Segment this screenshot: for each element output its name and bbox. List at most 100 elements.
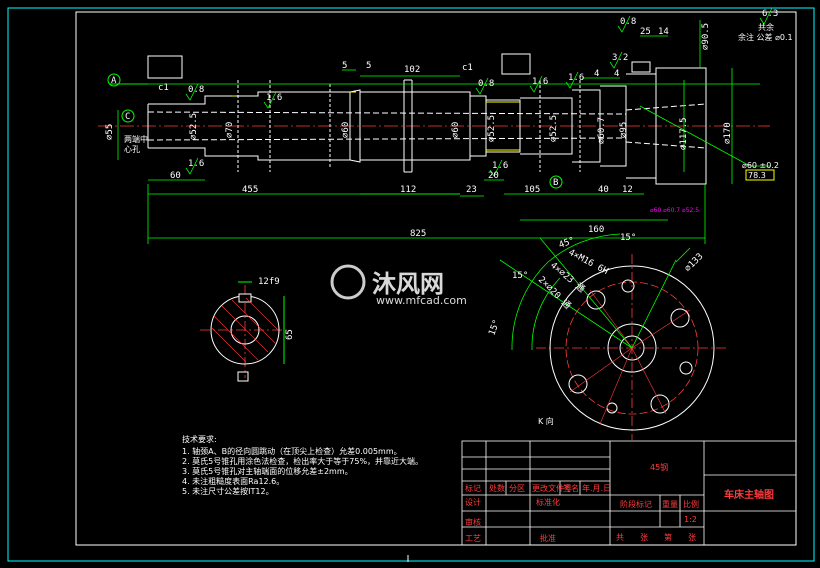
dim-bottom-2: 112 bbox=[400, 185, 416, 195]
highlight-lines bbox=[232, 91, 520, 151]
shaft-outline bbox=[147, 53, 707, 185]
flange-hole-4 bbox=[650, 394, 670, 414]
side-note-0: ⌀60 ±0.2 bbox=[742, 161, 779, 170]
watermark-brand: 沐风网 bbox=[372, 270, 444, 298]
diameter-0: ⌀55 bbox=[105, 124, 115, 140]
scale-label: 比例 bbox=[683, 499, 699, 509]
row-4: 批准 bbox=[540, 533, 556, 543]
section-view: 12f9 65 bbox=[200, 277, 295, 382]
watermark: 沐风网 www.mfcad.com bbox=[330, 264, 467, 307]
sheet-3: 张 bbox=[688, 533, 696, 542]
diameter-3: ⌀60 bbox=[341, 122, 351, 138]
dim-bottom-0: 60 bbox=[170, 171, 181, 181]
dim-top-5: 4 bbox=[594, 69, 599, 79]
k-view-label: K 向 bbox=[538, 416, 554, 426]
dim-top-7: 14 bbox=[658, 27, 669, 37]
weight-label: 重量 bbox=[662, 499, 678, 509]
center-hole-note-1: 心孔 bbox=[124, 145, 140, 154]
side-note-box bbox=[745, 169, 775, 181]
roughness-9: 6.3 bbox=[762, 9, 778, 19]
roughness-6: 3.2 bbox=[612, 53, 628, 63]
dim-top-8: 25 bbox=[640, 27, 651, 37]
roughness-2: 1.6 bbox=[266, 93, 282, 103]
main-view-texts: 5 102 c1 5 c1 4 4 14 25 60 455 112 23 20… bbox=[105, 9, 793, 239]
dim-bottom-5: 105 bbox=[524, 185, 540, 195]
header-3: 更改文件号 bbox=[532, 483, 572, 493]
flange-hub bbox=[607, 323, 657, 373]
dim-bottom-3: 23 bbox=[466, 185, 477, 195]
keyway-width: 12f9 bbox=[258, 277, 280, 287]
tech-item-4: 5. 未注尺寸公差按IT12。 bbox=[182, 486, 274, 496]
scale-value: 1:2 bbox=[684, 515, 697, 524]
flange-bore bbox=[619, 335, 645, 361]
flange-small-hole-2 bbox=[679, 361, 693, 375]
datum-b: B bbox=[553, 178, 558, 188]
angle-1: 15° bbox=[512, 271, 528, 281]
top-right-note-1: 余注 公差 ⌀0.1 bbox=[738, 32, 793, 42]
roughness-8: 1.6 bbox=[492, 161, 508, 171]
datum-a-circle bbox=[107, 73, 121, 87]
dim-top-1: 102 bbox=[404, 65, 420, 75]
center-hole-note-0: 两端中 bbox=[124, 134, 148, 144]
datum-c: C bbox=[125, 112, 130, 122]
dim-bottom-7: 12 bbox=[622, 185, 633, 195]
dim-bottom-6: 40 bbox=[598, 185, 609, 195]
roughness-7: 0.8 bbox=[620, 17, 636, 27]
diameter-10: ⌀170 bbox=[723, 122, 733, 144]
flange-small-hole-1 bbox=[621, 279, 635, 293]
sheet-1: 张 bbox=[640, 533, 648, 542]
side-note-1: 78.3 bbox=[748, 171, 766, 180]
roughness-0: 0.8 bbox=[188, 85, 204, 95]
tech-item-0: 1. 轴颈A、B的径向圆跳动（在顶尖上检查）允差0.005mm。 bbox=[182, 446, 402, 456]
dim-top-2: c1 bbox=[158, 83, 169, 93]
hole-note-0: 4×M16 6H bbox=[567, 248, 610, 277]
dim-top-6: 4 bbox=[614, 69, 619, 79]
diameter-5: ⌀52.5 bbox=[487, 115, 497, 142]
diameter-9: ⌀117.5 bbox=[679, 117, 689, 150]
pcd-label: ⌀133 bbox=[683, 252, 705, 274]
dim-bottom-8: 160 bbox=[588, 225, 604, 235]
tech-item-1: 2. 莫氏5号锥孔用涂色法检查，检出率大于等于75%，并靠近大端。 bbox=[182, 456, 423, 466]
dim-bottom-4: 20 bbox=[488, 171, 499, 181]
drawing-name: 车床主轴图 bbox=[724, 488, 774, 501]
section-bore bbox=[230, 315, 260, 345]
diameter-1: ⌀52.5 bbox=[189, 113, 199, 140]
sheet-2: 第 bbox=[664, 532, 672, 542]
section-depth: 65 bbox=[285, 329, 295, 340]
diameter-11: ⌀90.5 bbox=[701, 23, 711, 50]
header-5: 年.月.日 bbox=[582, 483, 611, 493]
material: 45钢 bbox=[650, 462, 668, 472]
watermark-logo-icon bbox=[330, 264, 366, 300]
header-0: 标记 bbox=[465, 483, 481, 493]
dim-bottom-1: 455 bbox=[242, 185, 258, 195]
header-1: 处数 bbox=[489, 483, 505, 493]
flange-centerlines bbox=[569, 289, 691, 425]
row-3: 工艺 bbox=[465, 534, 481, 543]
flange-outer bbox=[549, 265, 715, 431]
flange-hole-2 bbox=[670, 308, 690, 328]
flange-hole-1 bbox=[586, 290, 606, 310]
row-2: 审核 bbox=[465, 517, 481, 527]
tech-requirements: 技术要求: 1. 轴颈A、B的径向圆跳动（在顶尖上检查）允差0.005mm。 2… bbox=[182, 434, 423, 496]
diameter-4: ⌀60 bbox=[451, 122, 461, 138]
roughness-4: 1.6 bbox=[532, 77, 548, 87]
angle-arcs bbox=[499, 233, 691, 351]
section-label-box bbox=[237, 371, 249, 382]
top-right-note-0: 共余 bbox=[758, 22, 774, 32]
dimension-lines bbox=[110, 20, 770, 244]
tech-item-2: 3. 莫氏5号锥孔对主轴端面的位移允差±2mm。 bbox=[182, 466, 353, 476]
diameter-7: ⌀60.7 bbox=[597, 117, 607, 144]
datum-a: A bbox=[111, 76, 117, 86]
magenta-note: ⌀60 ⌀60.7 ⌀52.5 bbox=[650, 207, 699, 214]
angle-0: 15° bbox=[487, 318, 502, 337]
section-keyway bbox=[238, 293, 252, 303]
header-2: 分区 bbox=[509, 484, 525, 493]
datum-c-circle bbox=[121, 109, 135, 123]
dim-top-3: 5 bbox=[366, 61, 371, 71]
section-hatch bbox=[211, 297, 279, 363]
dim-top-4: c1 bbox=[462, 63, 473, 73]
row-1: 标准化 bbox=[536, 497, 560, 507]
angle-3: 15° bbox=[620, 233, 636, 243]
title-block: 45钢 车床主轴图 标记 处数 分区 更改文件号 签名 年.月.日 设计 标准化… bbox=[461, 440, 797, 546]
